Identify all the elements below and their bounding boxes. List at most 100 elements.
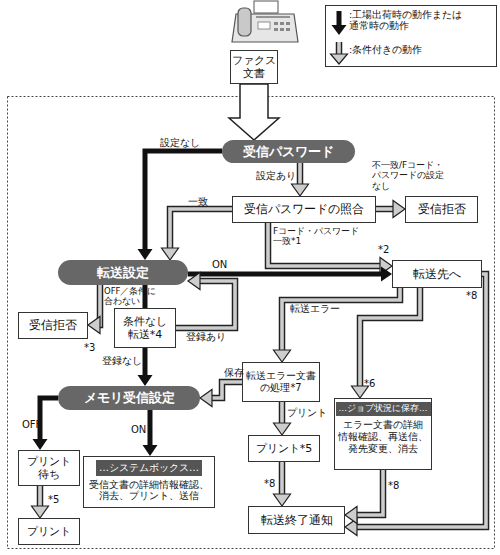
- conditional-flow-outline: [360, 288, 420, 387]
- node-text: メモリ受信設定: [84, 390, 175, 406]
- edge-label: OFF: [22, 419, 41, 431]
- conditional-flow-line: [38, 486, 42, 507]
- fax-key: [286, 22, 290, 25]
- edge-label: 一致: [188, 196, 208, 208]
- arrow-head: [32, 506, 49, 518]
- arrow-head: [143, 445, 158, 456]
- arrow-head: [292, 184, 309, 196]
- conditional-flow-line: [211, 382, 242, 398]
- process-box: プリント: [18, 518, 80, 545]
- arrow-head: [393, 201, 405, 218]
- connector: [274, 462, 291, 506]
- fax-key: [274, 22, 278, 25]
- edge-label: 設定なし: [160, 137, 200, 149]
- connector: [352, 288, 421, 398]
- fax-paper: [254, 1, 278, 13]
- conditional-flow-line: [360, 288, 420, 387]
- arrow-head: [274, 423, 291, 435]
- node-text: 転送設定: [97, 265, 149, 281]
- conditional-flow-outline: [279, 402, 286, 424]
- process-box: 受信拒否: [405, 196, 478, 223]
- edge-label: 登録あり: [186, 332, 226, 343]
- node-text: ファクス 文書: [231, 54, 277, 80]
- connector: [274, 402, 291, 435]
- connector: [176, 273, 235, 329]
- connector: [32, 486, 49, 518]
- node-text: プリント 待ち: [19, 455, 79, 481]
- legend-text: :工場出荷時の動作または 通常時の動作: [349, 10, 477, 32]
- hollow-arrow: [229, 84, 279, 140]
- conditional-flow-outline: [37, 486, 44, 507]
- box-heading: …システムボックス…: [96, 460, 202, 476]
- arrow-head: [33, 439, 48, 450]
- legend-gray-arrow-head: [331, 54, 348, 64]
- connector: [200, 382, 242, 407]
- node-text: 受信パスワードの照合: [244, 202, 364, 216]
- default-flow-line: [145, 151, 222, 250]
- node-text: プリント*5: [256, 442, 313, 455]
- conditional-flow-line: [356, 470, 383, 515]
- edge-label: 登録なし: [102, 356, 142, 367]
- dashed-boundary: [8, 97, 495, 549]
- connector: [345, 470, 383, 524]
- connector: [88, 285, 100, 334]
- edge-label: プリント: [287, 408, 327, 419]
- fax-key: [286, 28, 290, 31]
- node-text: 転送終了通知: [261, 513, 333, 527]
- node-text: プリント: [27, 525, 71, 538]
- default-flow-line: [148, 410, 153, 446]
- node-text: 条件なし 転送*4: [115, 315, 175, 341]
- arrow-head: [345, 507, 357, 524]
- default-flow-line: [188, 272, 382, 277]
- setting-pill: メモリ受信設定: [58, 386, 200, 410]
- process-box: 転送エラー文書 の処理*7: [242, 362, 320, 402]
- legend-gray-arrow-outline: [336, 42, 343, 54]
- setting-pill: 転送設定: [58, 260, 188, 285]
- connector: [268, 223, 392, 275]
- fax-handset: [238, 8, 251, 36]
- node-text: 受信パスワード: [243, 144, 334, 160]
- conditional-flow-line: [176, 281, 235, 328]
- box-body: エラー文書の詳細 情報確認、再送信、 発先変更、消去: [337, 419, 429, 455]
- legend-black-arrow-head: [332, 25, 347, 35]
- box-body: 受信文書の詳細情報確認、 消去、プリント、送信: [86, 479, 212, 503]
- process-box: 条件なし 転送*4: [114, 308, 176, 348]
- titled-box: …システムボックス… 受信文書の詳細情報確認、 消去、プリント、送信: [83, 456, 215, 508]
- conditional-flow-outline: [376, 206, 394, 213]
- connector: [162, 209, 233, 260]
- arrow-head: [138, 375, 153, 386]
- arrow-head: [162, 248, 179, 260]
- edge-label: ON: [212, 259, 227, 271]
- fax-slot: [256, 16, 290, 18]
- fax-display: [258, 22, 270, 29]
- process-box: 転送先へ: [392, 260, 482, 288]
- arrow-head: [188, 273, 200, 290]
- legend-gray-arrow: [337, 42, 341, 55]
- conditional-flow-outline: [356, 470, 383, 515]
- fax-key: [280, 28, 284, 31]
- fax-illustration: [232, 1, 298, 42]
- edge-label: ON: [131, 424, 146, 436]
- conditional-flow-outline: [297, 163, 304, 185]
- conditional-flow-line: [376, 207, 394, 211]
- conditional-flow-line: [268, 223, 381, 266]
- connector: [138, 151, 223, 260]
- node-text: 転送エラー文書 の処理*7: [243, 370, 319, 394]
- node-text: 転送先へ: [413, 267, 461, 281]
- connector: [376, 201, 405, 218]
- default-flow-line: [143, 348, 148, 376]
- arrow-head: [274, 350, 291, 362]
- conditional-flow-outline: [268, 223, 381, 266]
- edge-label: Fコード・パスワード 一致*1: [273, 226, 373, 247]
- default-flow-line: [40, 398, 58, 440]
- callout-number: *2: [378, 244, 389, 256]
- edge-label: *8: [388, 480, 399, 492]
- edge-label: *8: [466, 290, 477, 302]
- process-box: 受信パスワードの照合: [232, 196, 376, 223]
- setting-pill: 受信パスワード: [222, 140, 355, 163]
- conditional-flow-line: [298, 163, 302, 185]
- arrow-head: [381, 267, 392, 282]
- conditional-flow-outline: [279, 462, 286, 495]
